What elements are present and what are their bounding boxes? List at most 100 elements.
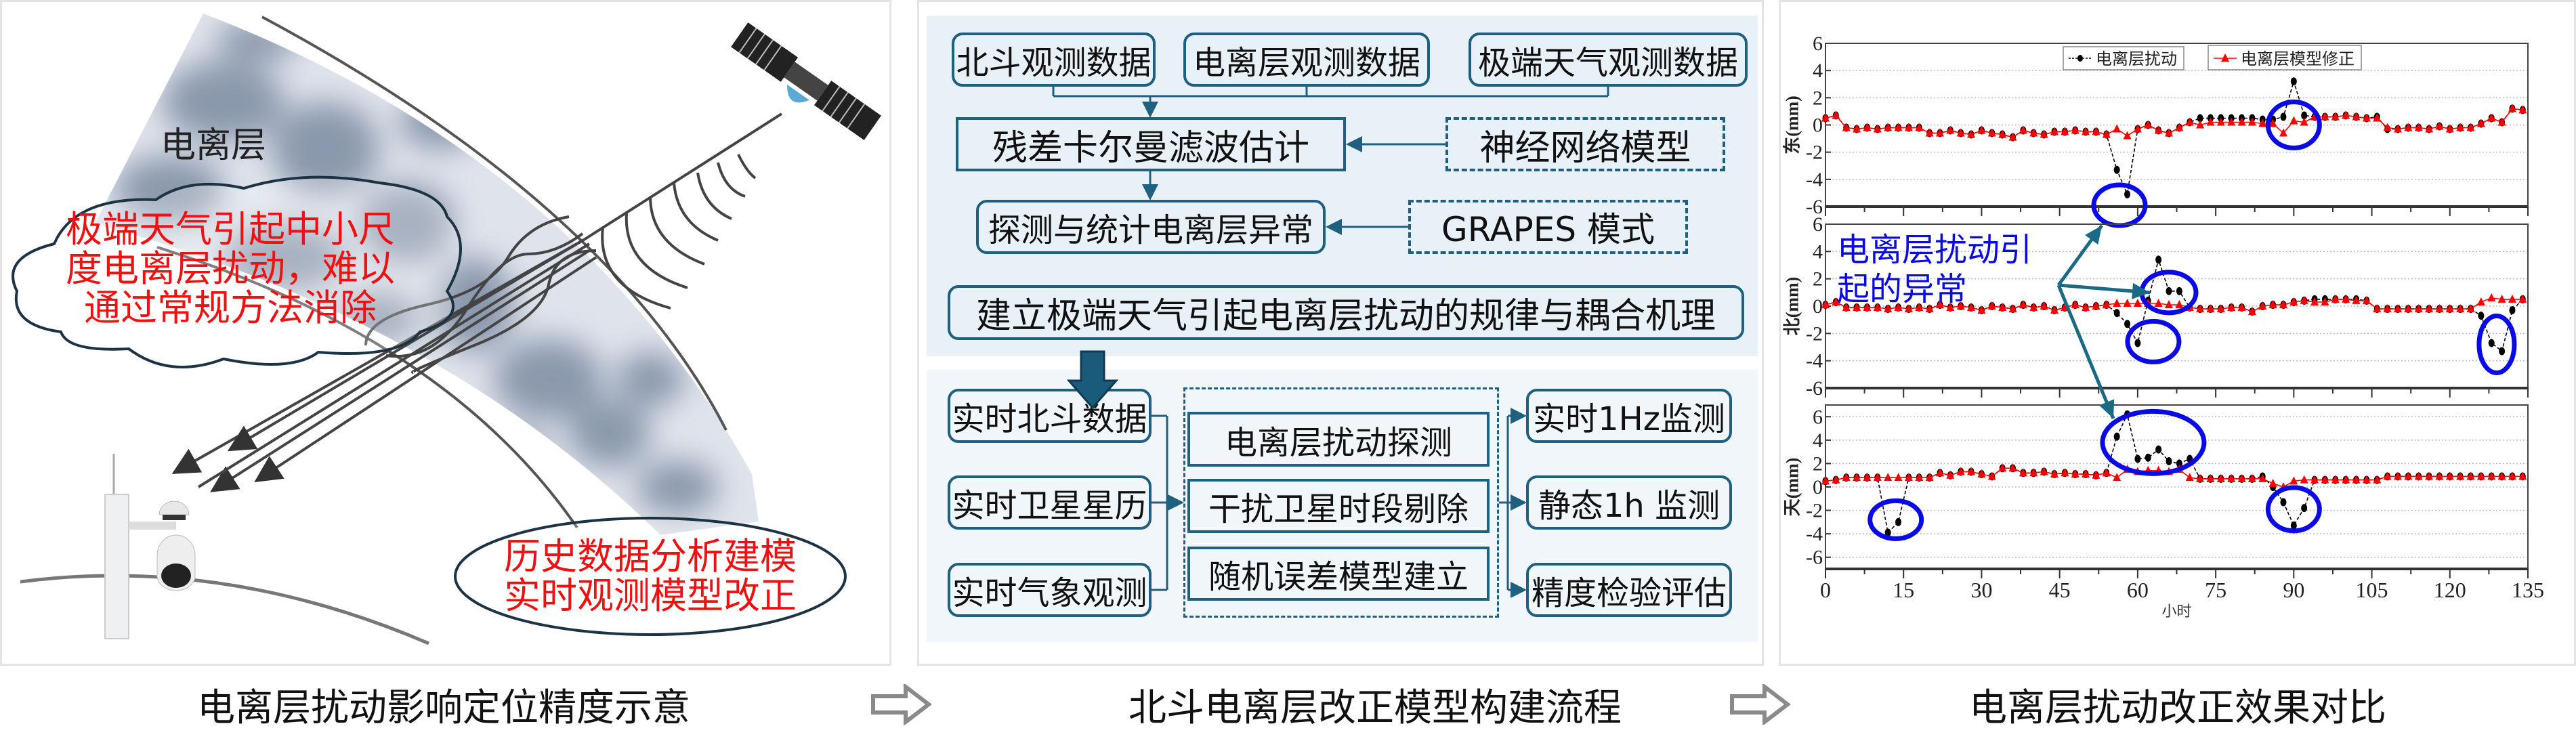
corrected-point [1853,124,1861,133]
corrected-point [2196,120,2205,129]
research-region [927,16,1758,356]
disturbance-point [2155,255,2162,264]
ionosphere-inner-arc [156,246,578,529]
legend-marker-disturbance [2077,55,2083,62]
y-tick-label: -2 [1806,142,1823,164]
right-caption: 电离层扰动改正效果对比 [1969,686,2386,730]
anomaly-highlight-circle [1867,498,1924,541]
corrected-point [2102,299,2111,308]
corrected-point [1956,467,1965,475]
corrected-point [2268,478,2277,487]
corrected-point [2008,463,2017,472]
neural-network-box: 神经网络模型 [1445,117,1725,171]
corrected-point [1915,123,1924,131]
corrected-point [2435,121,2444,130]
corrected-point [2352,475,2361,484]
disturbance-point [2290,522,2297,530]
corrected-point [2175,299,2184,308]
disturbance-point [2280,498,2287,507]
disturbance-point [2176,286,2182,295]
y-tick-label: 6 [1813,213,1823,236]
corrected-point [1904,123,1913,131]
application-region [927,370,1758,642]
corrected-point [2445,124,2454,133]
corrected-point [2425,304,2434,313]
corrected-point [1873,473,1882,482]
corrected-point [2518,105,2527,114]
anomaly-highlight-circle [2476,313,2517,375]
y-tick-label: -4 [1806,350,1823,372]
corrected-point [2071,469,2079,477]
corrected-point [2331,112,2340,121]
y-tick-label: -6 [1806,196,1823,218]
cloud-text-line: 度电离层扰动，难以 [66,247,395,290]
corrected-point [2092,301,2100,310]
corrected-point [2352,295,2361,304]
realtime-ephemeris-box: 实时卫星星历 [948,475,1152,530]
corrected-point [1946,470,1955,479]
corrected-point [2123,131,2132,140]
corrected-point [1894,473,1903,482]
corrected-point [2373,304,2382,313]
thought-cloud-bubble [12,175,462,368]
disturbance-point [2113,309,2120,318]
corrected-point [2331,294,2340,303]
anomaly-highlight-circle [2100,408,2207,476]
corrected-point [2445,304,2454,313]
disturbance-point [2124,320,2131,328]
corrected-point [2404,471,2413,480]
corrected-point [1894,123,1903,131]
y-tick-label: 0 [1813,476,1823,498]
satellite-removal-box: 干扰卫星时段剔除 [1187,479,1490,533]
corrected-point [1894,303,1903,312]
corrected-point [2487,471,2496,480]
corrected-point [2113,124,2121,133]
y-tick-label: 0 [1813,114,1823,137]
corrected-point [2279,128,2287,137]
disturbance-point [2301,504,2308,513]
corrected-point [1884,304,1893,313]
corrected-point [2425,471,2434,480]
corrected-point [2476,297,2485,305]
disturbance-point [1895,517,1902,526]
corrected-point [2476,471,2485,480]
legend-box-corrected [2208,45,2362,70]
x-tick-label: 60 [2127,578,2149,602]
solution-ellipse [454,517,847,636]
corrected-point [2185,473,2194,482]
corrected-point [2071,125,2079,134]
corrected-point [2352,112,2361,121]
corrected-point [1967,467,1976,475]
corrected-point [2029,128,2038,137]
corrected-point [2029,303,2038,312]
corrected-point [2279,299,2287,308]
corrected-point [2216,473,2225,482]
disturbance-point [2499,347,2506,356]
corrected-point [2164,299,2173,308]
corrected-point [2414,304,2423,313]
corrected-point [2373,113,2382,122]
corrected-point [1977,305,1986,314]
earth-surface-arc [20,574,429,645]
y-tick-label: 4 [1813,60,1823,82]
corrected-point [2300,475,2308,484]
corrected-point [2383,471,2392,480]
corrected-point [2206,473,2215,482]
corrected-point [1873,124,1882,133]
cloud-text-line: 极端天气引起中小尺 [66,208,395,251]
corrected-point [2342,475,2350,484]
corrected-point [2414,471,2423,480]
corrected-point [2113,298,2121,307]
corrected-point [2154,298,2163,307]
chart-legend: 电离层扰动电离层模型修正 [2063,45,2362,70]
disturbance-point [2509,306,2516,315]
corrected-point [2342,294,2350,303]
annotation-arrowhead-icon [2099,399,2115,419]
corrected-point [2508,294,2516,303]
corrected-point [2092,470,2100,479]
corrected-point [1863,123,1872,131]
corrected-point [2310,475,2319,484]
corrected-point [1967,129,1976,138]
accuracy-evaluation-box: 精度检验评估 [1526,563,1732,617]
